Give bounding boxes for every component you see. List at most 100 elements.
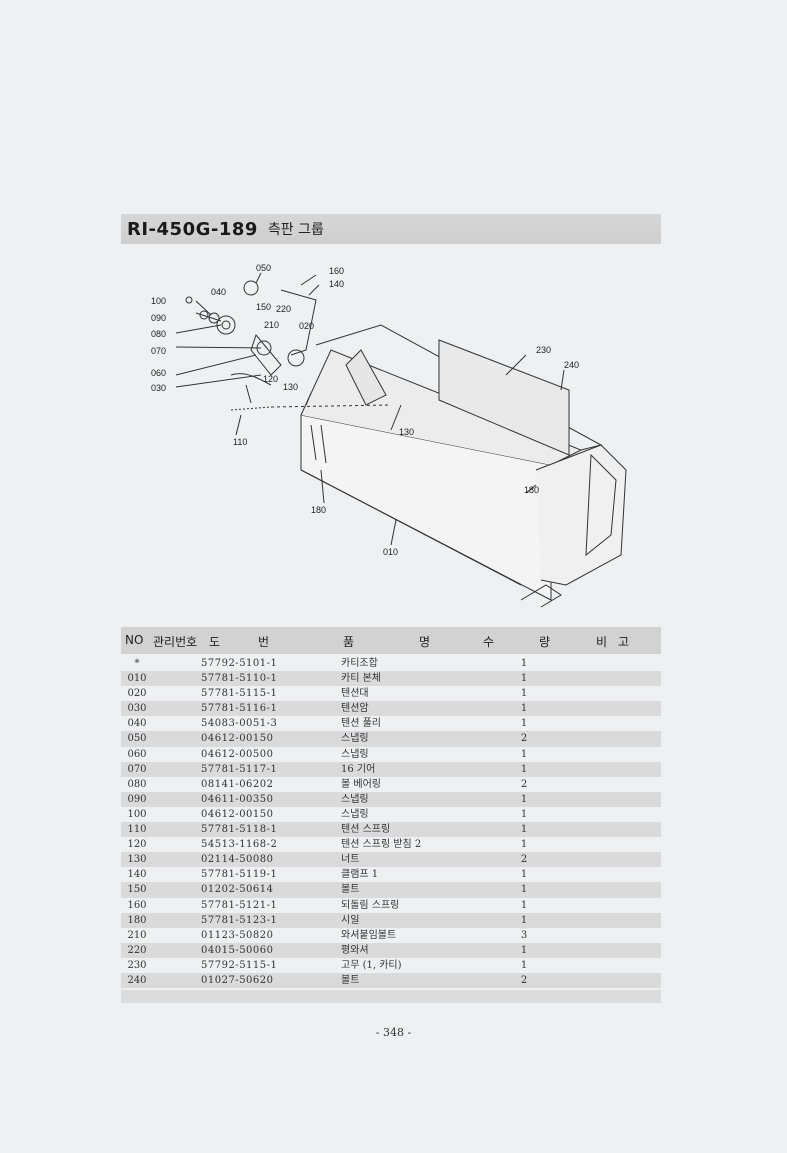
callout: 100 bbox=[151, 296, 166, 306]
part-no: 010 bbox=[127, 673, 147, 685]
part-no: 090 bbox=[127, 793, 147, 805]
part-name: 스냅링 bbox=[341, 793, 369, 805]
callout: 030 bbox=[151, 383, 166, 393]
callout: 130 bbox=[283, 382, 298, 392]
quantity: 1 bbox=[520, 673, 528, 685]
quantity: 2 bbox=[520, 733, 528, 745]
callout: 180 bbox=[524, 485, 539, 495]
callout: 240 bbox=[564, 360, 579, 370]
callout: 150 bbox=[256, 302, 271, 312]
col-name-header-2: 명 bbox=[419, 635, 431, 649]
part-name: 볼 베어링 bbox=[341, 778, 381, 790]
drawing-number: 57781-5115-1 bbox=[201, 688, 278, 700]
drawing-number: 01123-50820 bbox=[201, 929, 274, 941]
part-no: 130 bbox=[127, 854, 147, 866]
part-no: 040 bbox=[127, 718, 147, 730]
quantity: 1 bbox=[520, 703, 528, 715]
part-name: 텐션 스프링 bbox=[341, 824, 391, 836]
table-header: NO 관리번호 도 번 품 명 수 량 비 고 bbox=[121, 627, 661, 654]
col-name-header: 품 bbox=[343, 635, 355, 649]
part-no: 160 bbox=[127, 899, 147, 911]
part-no: 100 bbox=[127, 808, 147, 820]
callout: 230 bbox=[536, 345, 551, 355]
callout: 120 bbox=[263, 374, 278, 384]
callout: 060 bbox=[151, 368, 166, 378]
col-remark-header: 비 bbox=[596, 635, 608, 649]
drawing-number: 57781-5117-1 bbox=[201, 763, 278, 775]
part-no: 210 bbox=[127, 929, 147, 941]
part-name: 텐션 스프링 받침 2 bbox=[341, 839, 422, 851]
drawing-number: 57781-5119-1 bbox=[201, 869, 278, 881]
drawing-number: 04612-00500 bbox=[201, 748, 274, 760]
part-no: 220 bbox=[127, 944, 147, 956]
part-no: 240 bbox=[127, 974, 147, 986]
part-no: 110 bbox=[127, 824, 147, 836]
drawing-number: 08141-06202 bbox=[201, 778, 274, 790]
part-no: 230 bbox=[127, 959, 147, 971]
drawing-number: 04612-00150 bbox=[201, 808, 274, 820]
callout: 090 bbox=[151, 313, 166, 323]
quantity: 1 bbox=[520, 718, 528, 730]
drawing-number: 04612-00150 bbox=[201, 733, 274, 745]
part-name: 텐션대 bbox=[341, 688, 369, 700]
quantity: 1 bbox=[520, 658, 528, 669]
part-no: 180 bbox=[127, 914, 147, 926]
callout: 110 bbox=[233, 437, 247, 447]
part-name: 고무 (1, 카티) bbox=[341, 959, 402, 971]
col-qty-header-2: 량 bbox=[539, 635, 551, 649]
callout: 010 bbox=[383, 547, 398, 557]
col-no-header: NO bbox=[125, 633, 144, 647]
part-no: 140 bbox=[127, 869, 147, 881]
drawing-number: 57781-5110-1 bbox=[201, 673, 278, 685]
title-bar: RI-450G-189 측판 그룹 bbox=[121, 214, 661, 244]
title-name: 측판 그룹 bbox=[267, 222, 324, 238]
part-no: 060 bbox=[127, 748, 147, 760]
parts-diagram: 050 160 040 140 100 150 220 090 210 020 … bbox=[151, 263, 627, 608]
part-name: 볼트 bbox=[341, 974, 360, 986]
col-drawing-header: 도 bbox=[209, 635, 221, 649]
part-name: 스냅링 bbox=[341, 748, 369, 760]
table-row: 090 04611-00350 스냅링 1 bbox=[121, 791, 661, 807]
drawing-number: 57781-5121-1 bbox=[201, 899, 278, 911]
part-name: 텐션 풀리 bbox=[341, 718, 381, 730]
col-mgmt-header: 관리번호 bbox=[153, 635, 198, 649]
col-drawing-header-2: 번 bbox=[258, 635, 270, 649]
quantity: 2 bbox=[520, 778, 528, 790]
title-code: RI-450G-189 bbox=[127, 218, 258, 240]
quantity: 1 bbox=[520, 793, 528, 805]
part-no: 150 bbox=[127, 884, 147, 896]
callout: 080 bbox=[151, 329, 166, 339]
quantity: 1 bbox=[520, 944, 528, 956]
drawing-number: 57792-5101-1 bbox=[201, 658, 278, 669]
quantity: 1 bbox=[520, 869, 528, 881]
quantity: 1 bbox=[520, 688, 528, 700]
drawing-number: 04611-00350 bbox=[201, 793, 274, 805]
page-number: - 348 - bbox=[375, 1026, 412, 1039]
drawing-number: 54513-1168-2 bbox=[201, 839, 278, 851]
callout: 180 bbox=[311, 505, 326, 515]
drawing-number: 57781-5116-1 bbox=[201, 703, 278, 715]
quantity: 1 bbox=[520, 899, 528, 911]
part-name: 16 기어 bbox=[341, 763, 376, 775]
table-row: 030 57781-5116-1 텐션암 1 bbox=[121, 701, 661, 717]
drawing-number: 01202-50614 bbox=[201, 884, 274, 896]
callout: 140 bbox=[329, 279, 344, 289]
part-no: 030 bbox=[127, 703, 147, 715]
part-name: 평와셔 bbox=[341, 944, 369, 956]
part-name: 텐션암 bbox=[341, 703, 369, 715]
quantity: 1 bbox=[520, 959, 528, 971]
callout: 020 bbox=[299, 321, 314, 331]
